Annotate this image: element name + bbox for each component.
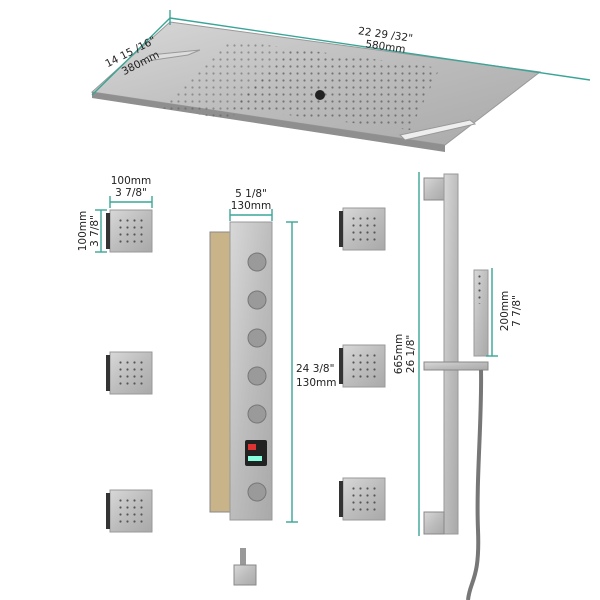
bar-height-in: 26 1/8"	[405, 335, 417, 373]
temperature-display	[245, 440, 267, 466]
jet-height-mm: 100mm	[77, 211, 89, 252]
thermostatic-valve-panel	[209, 221, 273, 521]
jet-height-in: 3 7/8"	[89, 215, 101, 247]
rain-width-mm: 580mm	[365, 38, 407, 56]
hand-shower-height-mm: 200mm	[499, 291, 511, 332]
slide-bar-with-hand-shower	[423, 173, 489, 600]
bar-height-mm: 665mm	[393, 334, 405, 375]
valve-height-in: 24 3/8"	[296, 363, 334, 375]
rain-head-dimension-lines	[91, 10, 591, 96]
jet-width-mm: 100mm	[111, 175, 152, 187]
jet-width-in: 3 7/8"	[115, 187, 147, 199]
slide-bar-dimension-lines	[418, 172, 498, 536]
water-outlet-elbow	[233, 548, 257, 586]
valve-dimension-lines	[229, 209, 298, 523]
valve-height-mm: 130mm	[296, 377, 337, 389]
valve-width-mm: 130mm	[231, 200, 272, 212]
hand-shower-height-in: 7 7/8"	[511, 295, 523, 327]
rain-shower-head	[90, 21, 542, 152]
body-jets	[106, 207, 386, 533]
body-jet-dimension-lines	[95, 196, 153, 253]
valve-width-in: 5 1/8"	[235, 188, 267, 200]
